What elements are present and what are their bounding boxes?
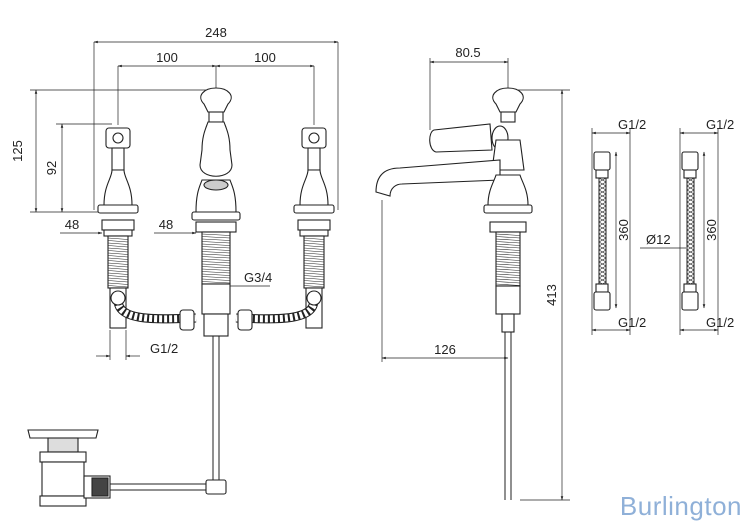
center-shank-thread	[201, 233, 231, 284]
hose-left-bottom-label: G1/2	[618, 315, 646, 330]
dim-label-125: 125	[10, 140, 25, 162]
dim-label-g12-front: G1/2	[150, 341, 178, 356]
dim-label-100-left: 100	[156, 50, 178, 65]
dim-height-125: 125	[10, 89, 210, 213]
hose-right-length-label: 360	[704, 219, 719, 241]
dim-label-92: 92	[44, 161, 59, 175]
flexible-hoses: G1/2 360 G1/2 Ø12 G1/2	[591, 117, 734, 335]
braided-hoses	[110, 290, 322, 331]
side-tap-body	[375, 87, 533, 500]
hose-left-top-label: G1/2	[618, 117, 646, 132]
dim-base-center: 48	[154, 217, 197, 235]
dim-label-48-left: 48	[65, 217, 79, 232]
dim-base-left: 48	[60, 217, 103, 235]
dim-center-thread: G3/4	[230, 270, 272, 287]
dim-side-depth: 80.5	[429, 45, 509, 130]
dim-height-92: 92	[44, 123, 112, 213]
hose-right-bottom-label: G1/2	[706, 315, 734, 330]
dim-label-48-center: 48	[159, 217, 173, 232]
left-tap	[97, 127, 139, 329]
dim-label-126: 126	[434, 342, 456, 357]
hose-diameter-label: Ø12	[646, 232, 671, 247]
brand-logo: Burlington	[619, 491, 742, 521]
dim-side-thread: G1/2	[96, 330, 178, 360]
dim-total-height: 413	[518, 89, 570, 501]
dim-label-100-right: 100	[254, 50, 276, 65]
hose-right-top-label: G1/2	[706, 117, 734, 132]
left-shank-thread	[107, 237, 129, 288]
side-view: 80.5 413 126	[375, 45, 570, 501]
front-view: 248 100 100 125 92 48	[10, 25, 339, 507]
dim-tap-spacing: 100 100	[117, 50, 315, 125]
center-spout	[191, 87, 241, 337]
dim-label-g34: G3/4	[244, 270, 272, 285]
right-shank-thread	[303, 237, 325, 288]
side-shank-thread	[495, 233, 521, 286]
hose-diameter: Ø12	[640, 232, 686, 249]
dim-label-248: 248	[205, 25, 227, 40]
hose-left-length-label: 360	[616, 219, 631, 241]
dim-overall-width: 248	[93, 25, 339, 210]
dim-spout-reach: 126	[381, 200, 509, 362]
dim-label-80-5: 80.5	[455, 45, 480, 60]
waste-rod	[110, 336, 227, 495]
dim-label-413: 413	[544, 284, 559, 306]
hose-left: G1/2 360 G1/2	[591, 117, 646, 335]
popup-waste	[27, 429, 111, 507]
hose-right: G1/2 360 G1/2	[679, 117, 734, 335]
